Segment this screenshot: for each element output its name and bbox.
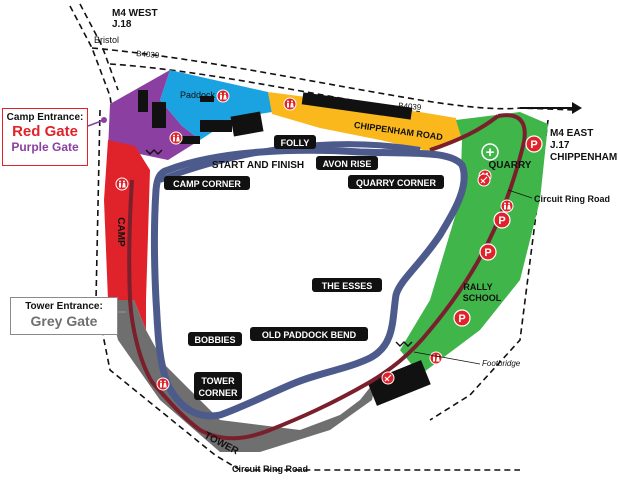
toilets-icon — [216, 89, 230, 103]
svg-text:FOLLY: FOLLY — [281, 138, 310, 148]
barrier-marker-footbridge — [395, 341, 413, 347]
svg-text:P: P — [484, 247, 491, 259]
svg-text:QUARRY CORNER: QUARRY CORNER — [356, 178, 437, 188]
bristol-label: Bristol — [94, 35, 119, 45]
camp-entrance-purple-gate: Purple Gate — [11, 140, 79, 154]
tower-entrance-callout: Tower Entrance: Grey Gate — [10, 297, 118, 335]
svg-text:AVON RISE: AVON RISE — [323, 159, 372, 169]
corner-label-bobbies: BOBBIES — [188, 332, 242, 346]
camp-red-area — [104, 140, 150, 330]
svg-text:P: P — [530, 139, 537, 151]
m4-west-road-line — [69, 5, 113, 111]
toilets-icon — [500, 199, 514, 213]
m4-east-arrowhead — [572, 102, 582, 114]
camp-entrance-callout: Camp Entrance: Red Gate Purple Gate — [2, 108, 88, 166]
m4-east-junction-label: J.17 — [550, 140, 570, 151]
paddock-building-2 — [138, 90, 148, 112]
b4039-top-label: B4039 — [136, 49, 160, 60]
toilets-icon — [429, 351, 443, 365]
m4-west-junction-label: J.18 — [112, 19, 132, 30]
corner-label-quarry-corner: QUARRY CORNER — [348, 175, 444, 189]
paddock-building-6 — [176, 136, 200, 144]
paddock-area — [160, 70, 272, 140]
barrier-marker-camp — [145, 149, 163, 155]
b4039-right-label: B4039 — [398, 101, 422, 112]
corner-label-the-esses: THE ESSES — [312, 278, 382, 292]
paddock-label: Paddock — [180, 90, 216, 100]
camp-entrance-marker — [101, 117, 107, 123]
parking-icon: P — [479, 243, 497, 261]
corner-label-avon-rise: AVON RISE — [316, 156, 378, 170]
parking-icon: P — [525, 135, 543, 153]
corner-label-tower-corner: TOWER CORNER — [194, 372, 242, 400]
chippenham-yellow-area — [268, 92, 462, 152]
toilets-icon — [283, 97, 297, 111]
circuit-ring-road-bottom-label: Circuit Ring Road — [232, 464, 308, 474]
svg-text:CORNER: CORNER — [198, 388, 238, 398]
race-track — [151, 146, 468, 420]
rally-school-label-1: RALLY — [463, 282, 492, 292]
b4039-road-line-lower — [109, 63, 421, 113]
m4-west-road-line-inner — [79, 3, 119, 91]
corner-label-old-paddock-bend: OLD PADDOCK BEND — [250, 327, 368, 341]
svg-text:TOWER: TOWER — [201, 376, 235, 386]
chippenham-building — [301, 92, 413, 120]
camp-entrance-title: Camp Entrance: — [6, 112, 84, 123]
tower-entrance-title: Tower Entrance: — [25, 301, 103, 312]
paddock-building-3 — [200, 120, 232, 132]
m4-west-label: M4 WEST — [112, 8, 158, 19]
corner-label-folly: FOLLY — [274, 135, 316, 149]
svg-text:OLD PADDOCK BEND: OLD PADDOCK BEND — [262, 330, 357, 340]
m4-east-town-label: CHIPPENHAM — [550, 152, 617, 163]
paddock-building-5 — [200, 96, 214, 102]
toilets-icon — [156, 377, 170, 391]
svg-text:THE ESSES: THE ESSES — [322, 281, 373, 291]
paddock-building-4 — [230, 111, 264, 137]
paddock-building — [152, 102, 166, 128]
svg-text:BOBBIES: BOBBIES — [194, 335, 235, 345]
m4-east-label: M4 EAST — [550, 128, 593, 139]
tower-entrance-grey-gate: Grey Gate — [30, 313, 98, 329]
svg-text:P: P — [498, 215, 505, 227]
perimeter-dashed-line-right — [429, 119, 549, 421]
svg-text:+: + — [486, 144, 495, 161]
toilets-icon — [115, 177, 129, 191]
footbridge-label: Footbridge — [482, 359, 521, 368]
first-aid-icon: + — [481, 143, 499, 161]
marshal-post-icon — [477, 173, 491, 187]
rally-school-label-2: SCHOOL — [463, 293, 502, 303]
circuit-ring-road-leader — [507, 189, 533, 199]
toilets-icon — [169, 131, 183, 145]
footbridge-building — [367, 360, 431, 406]
corner-label-camp-corner: CAMP CORNER — [164, 176, 250, 190]
circuit-ring-road-top — [429, 114, 500, 152]
camp-label: CAMP — [115, 217, 126, 247]
camp-entrance-red-gate: Red Gate — [12, 123, 78, 140]
circuit-ring-road-right-label: Circuit Ring Road — [534, 194, 610, 204]
marshal-post-icon — [381, 371, 395, 385]
parking-icon: P — [453, 309, 471, 327]
footbridge-leader — [413, 351, 481, 365]
b4039-road-line — [91, 47, 576, 111]
start-finish-label: START AND FINISH — [212, 160, 304, 171]
svg-text:CAMP CORNER: CAMP CORNER — [173, 179, 241, 189]
parking-icon: P — [493, 211, 511, 229]
quarry-label: QUARRY — [489, 160, 532, 171]
svg-text:P: P — [458, 313, 465, 325]
quarry-green-area — [400, 112, 548, 375]
